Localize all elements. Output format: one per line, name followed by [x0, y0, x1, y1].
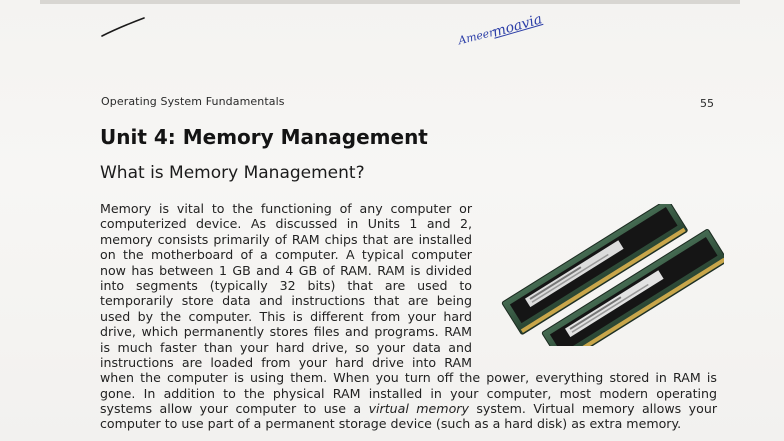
body-line: now has between 1 GB and 4 GB of RAM. RA…: [100, 262, 472, 278]
body-line: memory consists primarily of RAM chips t…: [100, 231, 472, 247]
body-line: Memory is vital to the functioning of an…: [100, 201, 472, 216]
handwritten-name-1: Ameer: [456, 25, 496, 48]
body-line-virtual-memory: systems allow your computer to use a vir…: [100, 401, 717, 416]
scan-edge: [40, 0, 740, 4]
page-number: 55: [700, 97, 714, 110]
body-line: gone. In addition to the physical RAM in…: [100, 385, 717, 401]
body-line: computer to use part of a permanent stor…: [100, 416, 682, 432]
ram-stick-back: [501, 204, 688, 335]
line-segment: systems allow your computer to use a: [100, 401, 369, 417]
body-line: temporarily store data and instructions …: [100, 293, 472, 309]
line-segment: system. Virtual memory allows your: [468, 401, 717, 417]
term-virtual-memory: virtual memory: [368, 401, 469, 417]
handwritten-name-2: moavia: [490, 11, 545, 41]
section-heading: What is Memory Management?: [100, 163, 365, 183]
body-line: on the motherboard of a computer. A typi…: [100, 247, 472, 263]
body-line: is much faster than your hard drive, so …: [100, 339, 472, 355]
body-line: drive, which permanently stores files an…: [100, 324, 472, 340]
running-head: Operating System Fundamentals: [101, 95, 285, 108]
body-paragraph: Memory is vital to the functioning of an…: [100, 201, 717, 432]
unit-title: Unit 4: Memory Management: [100, 125, 428, 149]
pen-mark: [101, 17, 145, 37]
ram-modules-image: [501, 204, 724, 346]
body-line: instructions are loaded from your hard d…: [100, 354, 472, 370]
ram-stick-front: [541, 229, 724, 346]
body-line: used by the computer. This is different …: [100, 308, 472, 324]
body-line: computerized device. As discussed in Uni…: [100, 216, 472, 232]
body-line: when the computer is using them. When yo…: [100, 370, 717, 386]
body-line: into segments (typically 32 bits) that a…: [100, 277, 472, 293]
